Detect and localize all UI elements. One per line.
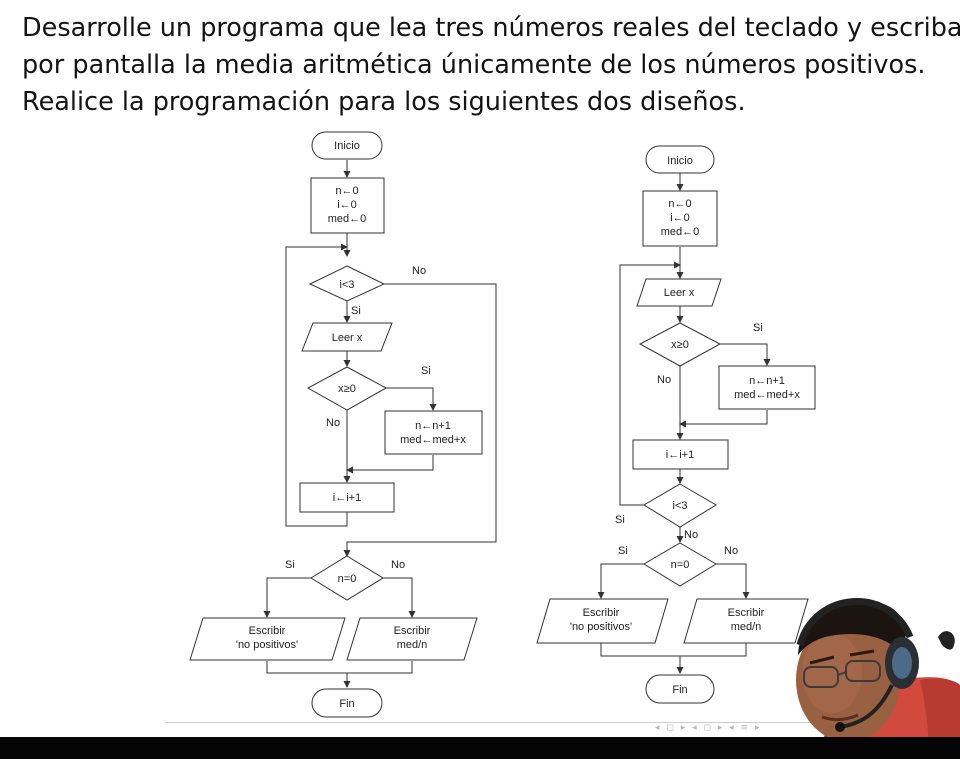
presenter-eyebrow-left xyxy=(809,655,835,665)
left-read-text: Leer x xyxy=(332,332,363,344)
video-bottom-bar xyxy=(0,737,960,759)
right-flowchart xyxy=(536,145,816,704)
right-loop-cond-text: i<3 xyxy=(673,500,688,512)
right-x-decision xyxy=(638,322,722,367)
left-x-no-label: No xyxy=(326,417,340,429)
right-init-line-1: n←0 xyxy=(668,198,691,210)
right-connectors xyxy=(597,173,771,674)
right-update-line-1: n←n+1 xyxy=(749,375,785,387)
left-out-no-line-2: med/n xyxy=(397,639,428,651)
left-update-box xyxy=(384,410,483,455)
right-n-decision xyxy=(643,542,717,587)
left-increment-text: i←i+1 xyxy=(333,492,361,504)
right-loop-decision xyxy=(643,483,717,528)
right-increment-text: i←i+1 xyxy=(666,449,694,461)
left-x-cond-text: x≥0 xyxy=(338,383,356,395)
left-output-yes xyxy=(189,617,346,661)
presenter-glasses-right xyxy=(845,660,881,682)
left-read-parallelogram xyxy=(301,322,393,352)
left-n-decision xyxy=(310,555,384,601)
right-loop-no-label: No xyxy=(684,529,698,541)
right-n-no-label: No xyxy=(724,545,738,557)
headset-band-icon xyxy=(796,598,914,647)
slide-footer-rule xyxy=(165,722,815,723)
right-init-line-3: med←0 xyxy=(661,226,700,238)
left-flowchart xyxy=(189,131,497,718)
right-out-no-line-1: Escribir xyxy=(728,607,765,619)
left-init-line-3: med←0 xyxy=(328,213,367,225)
right-increment-box xyxy=(632,439,729,470)
task-line-1: Desarrolle un programa que lea tres núme… xyxy=(22,13,960,43)
right-read-text: Leer x xyxy=(664,287,695,299)
right-output-no xyxy=(683,598,809,644)
left-n-cond-text: n=0 xyxy=(338,573,357,585)
right-update-box xyxy=(718,365,816,410)
task-line-2: por pantalla la media aritmética únicame… xyxy=(22,50,926,80)
left-loop-no-label: No xyxy=(412,265,426,277)
presenter-eyebrow-right xyxy=(849,649,875,657)
right-start-text: Inicio xyxy=(667,155,693,167)
right-x-cond-text: x≥0 xyxy=(671,339,689,351)
left-connectors xyxy=(263,160,497,688)
right-n-yes-label: Si xyxy=(618,545,628,557)
task-statement: Desarrolle un programa que lea tres núme… xyxy=(22,10,960,121)
left-out-no-line-1: Escribir xyxy=(394,625,431,637)
right-start-terminal xyxy=(645,145,715,174)
right-out-yes-line-1: Escribir xyxy=(583,607,620,619)
right-x-yes-label: Si xyxy=(753,322,763,334)
left-n-yes-label: Si xyxy=(285,559,295,571)
presenter-webcam-overlay xyxy=(770,585,960,759)
left-init-line-2: i←0 xyxy=(337,199,357,211)
left-output-no xyxy=(346,617,478,661)
left-update-line-2: med←med+x xyxy=(400,434,466,446)
left-out-yes-line-1: Escribir xyxy=(249,625,286,637)
left-start-terminal xyxy=(311,131,383,160)
right-out-yes-line-2: 'no positivos' xyxy=(570,621,632,633)
background-object xyxy=(938,631,955,650)
left-increment-box xyxy=(299,482,395,513)
slide-navigation-icons[interactable]: ◂ ◻ ▸ ◂ ◻ ▸ ◂ ≡ ▸ xyxy=(655,723,762,733)
left-n-no-label: No xyxy=(391,559,405,571)
presenter-figure xyxy=(796,598,960,759)
presenter-mouth xyxy=(821,713,859,722)
left-update-line-1: n←n+1 xyxy=(415,420,451,432)
headset-mic-icon xyxy=(839,684,894,729)
presenter-glasses-left xyxy=(803,666,839,688)
left-x-yes-label: Si xyxy=(421,365,431,377)
right-n-cond-text: n=0 xyxy=(671,559,690,571)
left-x-decision xyxy=(306,366,388,411)
right-out-no-line-2: med/n xyxy=(731,621,762,633)
left-init-line-1: n←0 xyxy=(335,185,358,197)
left-end-text: Fin xyxy=(339,698,354,710)
right-init-line-2: i←0 xyxy=(670,212,690,224)
left-out-yes-line-2: 'no positivos' xyxy=(236,639,298,651)
left-start-text: Inicio xyxy=(334,140,360,152)
right-init-box xyxy=(642,190,718,247)
right-loop-yes-label: Si xyxy=(615,514,625,526)
right-read-parallelogram xyxy=(636,278,722,307)
right-output-yes xyxy=(536,598,669,644)
left-labels: Inicio n←0 i←0 med←0 i<3 No Si Leer x x≥… xyxy=(236,140,467,710)
task-line-3: Realice la programación para los siguien… xyxy=(22,87,746,117)
presenter-face-light xyxy=(802,633,862,713)
right-end-terminal xyxy=(645,674,715,704)
left-loop-cond-text: i<3 xyxy=(340,279,355,291)
right-update-line-2: med←med+x xyxy=(734,389,800,401)
right-x-no-label: No xyxy=(657,374,671,386)
right-labels: Inicio n←0 i←0 med←0 Leer x x≥0 Si No n←… xyxy=(570,155,801,696)
right-end-text: Fin xyxy=(672,684,687,696)
left-loop-decision xyxy=(308,265,386,302)
left-end-terminal xyxy=(311,688,383,718)
left-loop-yes-label: Si xyxy=(351,305,361,317)
left-init-box xyxy=(310,177,385,234)
